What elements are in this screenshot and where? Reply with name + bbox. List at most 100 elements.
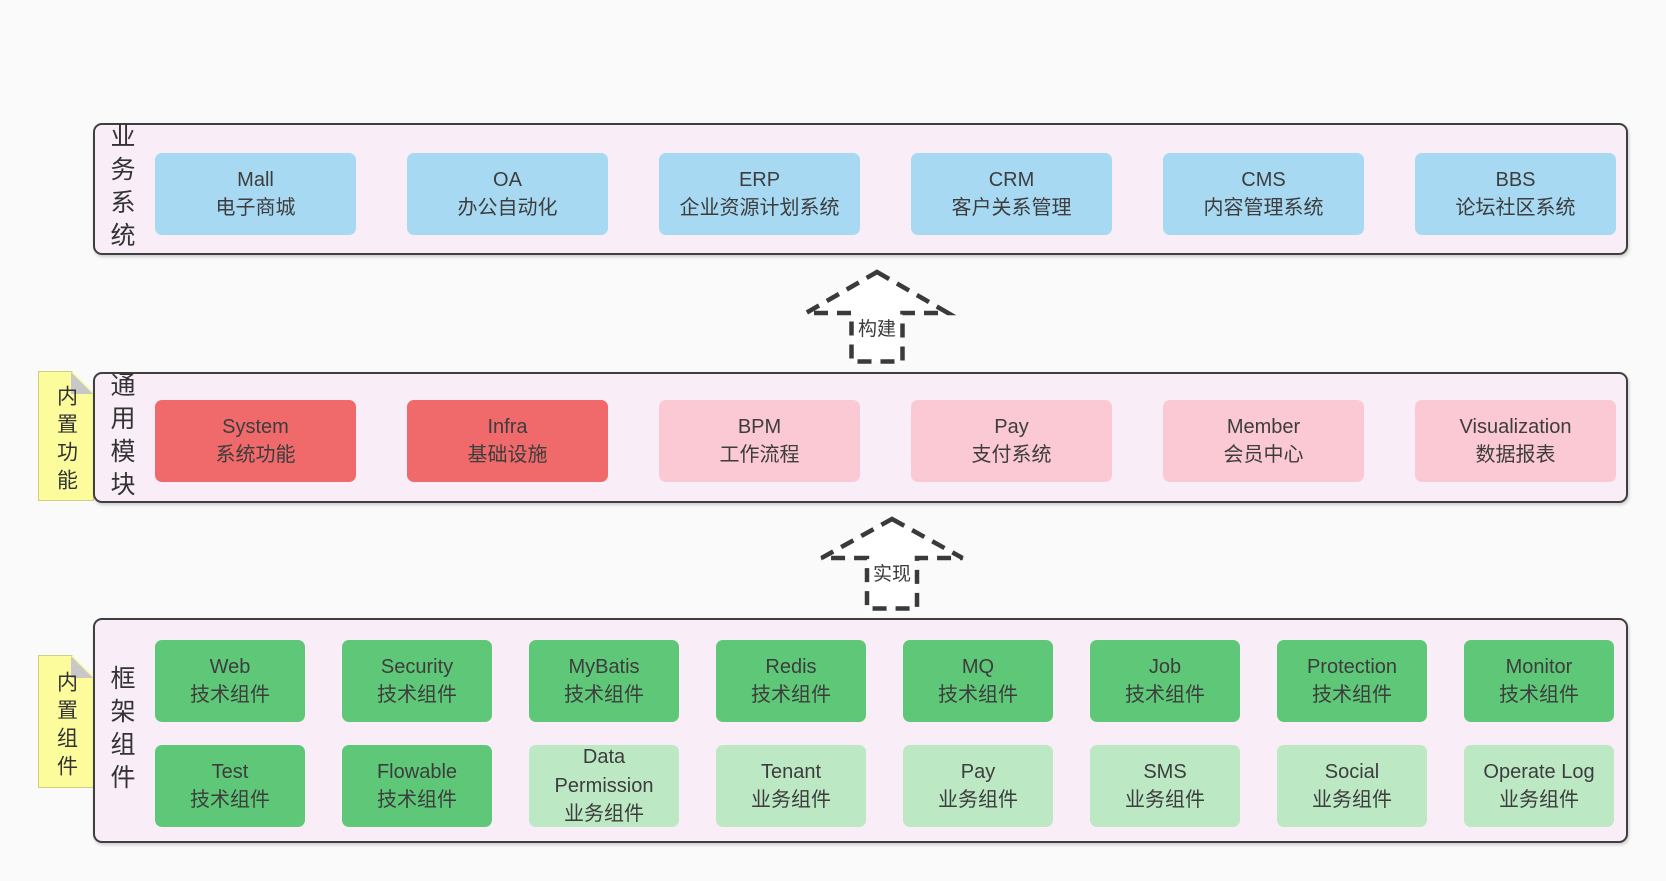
sticky-note-built-in-components: 内置组件 [38, 655, 94, 788]
common-modules-box-row: System 系统功能 Infra 基础设施 BPM 工作流程 Pay 支付系统 Member 会… [155, 400, 1616, 482]
box-subtitle: 技术组件 [1312, 684, 1392, 706]
box-subtitle: 业务组件 [1125, 789, 1205, 811]
box-title: BPM [737, 415, 782, 438]
module-box-test: Test 技术组件 [155, 745, 305, 827]
module-box-bbs: BBS 论坛社区系统 [1415, 153, 1616, 235]
module-box-bpm: BPM 工作流程 [659, 400, 860, 482]
module-box-monitor: Monitor 技术组件 [1464, 640, 1614, 722]
module-box-crm: CRM 客户关系管理 [911, 153, 1112, 235]
module-box-system: System 系统功能 [155, 400, 356, 482]
box-title: Infra [487, 415, 528, 438]
module-box-job: Job 技术组件 [1090, 640, 1240, 722]
box-subtitle: 技术组件 [377, 789, 457, 811]
box-title: System [222, 415, 289, 438]
box-title: Mall [237, 168, 274, 191]
box-subtitle: 数据报表 [1475, 444, 1556, 466]
box-title: SMS [1143, 760, 1187, 783]
box-subtitle: 企业资源计划系统 [679, 197, 840, 219]
panel-common-modules-label: 通用模块 [107, 371, 135, 504]
box-title: Protection [1306, 655, 1398, 678]
box-title: Member [1226, 415, 1301, 438]
sticky-note-built-in-functions: 内置功能 [38, 371, 94, 501]
module-box-mq: MQ 技术组件 [903, 640, 1053, 722]
module-box-mall: Mall 电子商城 [155, 153, 356, 235]
box-subtitle: 技术组件 [1125, 684, 1205, 706]
module-box-oa: OA 办公自动化 [407, 153, 608, 235]
implement-arrow-icon [810, 513, 974, 613]
box-subtitle: 会员中心 [1223, 444, 1304, 466]
box-subtitle: 技术组件 [1499, 684, 1579, 706]
box-title: MQ [961, 655, 995, 678]
module-box-pay: Pay 业务组件 [903, 745, 1053, 827]
box-subtitle: 技术组件 [377, 684, 457, 706]
box-subtitle: 论坛社区系统 [1455, 197, 1576, 219]
box-title: CMS [1241, 168, 1286, 191]
module-box-flowable: Flowable 技术组件 [342, 745, 492, 827]
box-title: Monitor [1505, 655, 1573, 678]
box-subtitle: 技术组件 [190, 684, 270, 706]
box-title: Pay [994, 415, 1029, 438]
module-box-protection: Protection 技术组件 [1277, 640, 1427, 722]
box-title: OA [493, 168, 522, 191]
box-subtitle: 技术组件 [190, 789, 270, 811]
box-title: Tenant [760, 760, 822, 783]
box-title: Visualization [1459, 415, 1572, 438]
module-box-pay: Pay 支付系统 [911, 400, 1112, 482]
build-arrow-icon [795, 268, 959, 366]
panel-common-modules: 通用模块 System 系统功能 Infra 基础设施 BPM 工作流程 Pay 支付系统 Me… [93, 371, 1628, 504]
box-subtitle: 电子商城 [215, 197, 296, 219]
box-title: Redis [765, 655, 817, 678]
panel-business-systems-label: 业务系统 [107, 123, 135, 255]
box-subtitle: 办公自动化 [457, 197, 558, 219]
module-box-erp: ERP 企业资源计划系统 [659, 153, 860, 235]
module-box-infra: Infra 基础设施 [407, 400, 608, 482]
module-box-tenant: Tenant 业务组件 [716, 745, 866, 827]
box-title: Operate Log [1483, 760, 1595, 783]
box-subtitle: 技术组件 [751, 684, 831, 706]
module-box-security: Security 技术组件 [342, 640, 492, 722]
box-subtitle: 业务组件 [751, 789, 831, 811]
note-built-in-components-label: 内置组件 [54, 670, 78, 783]
box-subtitle: 系统功能 [215, 444, 296, 466]
panel-business-systems: 业务系统 Mall 电子商城 OA 办公自动化 ERP 企业资源计划系统 CRM 客户关系管理… [93, 123, 1628, 255]
box-title: Job [1148, 655, 1182, 678]
module-box-social: Social 业务组件 [1277, 745, 1427, 827]
box-title: Security [380, 655, 454, 678]
box-title: CRM [988, 168, 1035, 191]
build-arrow-label: 构建 [857, 319, 896, 340]
box-title: Web [209, 655, 251, 678]
module-box-member: Member 会员中心 [1163, 400, 1364, 482]
box-subtitle: 技术组件 [564, 684, 644, 706]
box-subtitle: 业务组件 [1499, 789, 1579, 811]
box-title: Flowable [376, 760, 458, 783]
module-box-sms: SMS 业务组件 [1090, 745, 1240, 827]
implement-arrow-label: 实现 [872, 564, 911, 585]
box-subtitle: 业务组件 [1312, 789, 1392, 811]
box-title: MyBatis [568, 655, 640, 678]
box-title: Social [1324, 760, 1380, 783]
module-box-visualization: Visualization 数据报表 [1415, 400, 1616, 482]
box-subtitle: 支付系统 [971, 444, 1052, 466]
box-subtitle: 工作流程 [719, 444, 800, 466]
box-title: Pay [960, 760, 996, 783]
box-title: ERP [738, 168, 781, 191]
box-title: BBS [1495, 168, 1536, 191]
box-subtitle: 业务组件 [564, 803, 644, 826]
panel-framework-components-label: 框架组件 [107, 664, 135, 797]
box-subtitle: 基础设施 [467, 444, 548, 466]
module-box-redis: Redis 技术组件 [716, 640, 866, 722]
module-box-web: Web 技术组件 [155, 640, 305, 722]
box-subtitle: 客户关系管理 [951, 197, 1072, 219]
module-box-mybatis: MyBatis 技术组件 [529, 640, 679, 722]
module-box-operate-log: Operate Log 业务组件 [1464, 745, 1614, 827]
box-title: Test [211, 760, 249, 783]
box-subtitle: 技术组件 [938, 684, 1018, 706]
box-subtitle: 业务组件 [938, 789, 1018, 811]
